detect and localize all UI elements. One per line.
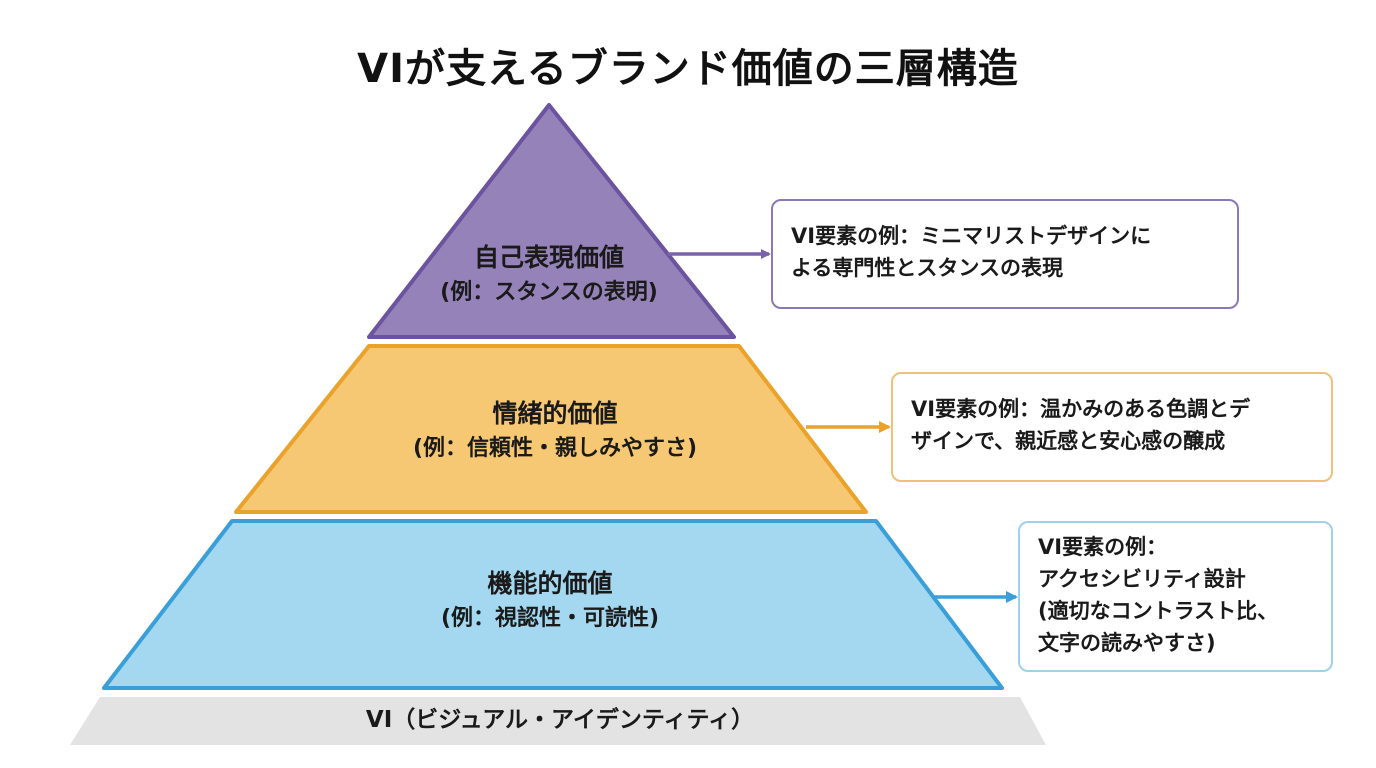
box-line: (適切なコントラスト比、 xyxy=(1038,599,1279,623)
base-layer-label: VI（ビジュアル・アイデンティティ） xyxy=(365,707,755,733)
box-line: 文字の読みやすさ) xyxy=(1038,631,1216,655)
self-expression-layer-label: 自己表現価値 (例：スタンスの表明) xyxy=(389,240,709,310)
layer-example: (例：視認性・可読性) xyxy=(440,606,660,631)
diagram-title: VIが支えるブランド価値の三層構造 xyxy=(357,46,1019,92)
emotional-vi-example-box: VI要素の例：温かみのある色調とデ ザインで、親近感と安心感の醸成 xyxy=(891,372,1333,482)
layer-name: 自己表現価値 xyxy=(473,243,624,272)
functional-vi-example-box: VI要素の例： アクセシビリティ設計 (適切なコントラスト比、 文字の読みやすさ… xyxy=(1018,521,1333,672)
base-layer-shape xyxy=(70,697,1046,745)
layer-example: (例：信頼性・親しみやすさ) xyxy=(412,436,698,461)
box-line: ザインで、親近感と安心感の醸成 xyxy=(911,429,1226,453)
emotional-layer-label: 情緒的価値 (例：信頼性・親しみやすさ) xyxy=(300,396,810,466)
layer-example: (例：スタンスの表明) xyxy=(440,280,658,305)
self-expression-vi-example-box: VI要素の例：ミニマリストデザインに よる専門性とスタンスの表現 xyxy=(771,199,1239,309)
functional-layer-shape xyxy=(102,519,1004,690)
layer-name: 情緒的価値 xyxy=(492,399,618,428)
box-line: VI要素の例：ミニマリストデザインに xyxy=(791,224,1152,248)
box-line: アクセシビリティ設計 xyxy=(1038,567,1246,591)
box-line: VI要素の例：温かみのある色調とデ xyxy=(911,397,1251,421)
box-line: よる専門性とスタンスの表現 xyxy=(791,256,1063,280)
self-expression-layer-shape xyxy=(367,103,736,339)
layer-name: 機能的価値 xyxy=(487,569,613,598)
emotional-layer-shape xyxy=(234,344,868,514)
box-line: VI要素の例： xyxy=(1038,535,1168,559)
functional-layer-label: 機能的価値 (例：視認性・可読性) xyxy=(250,566,850,636)
